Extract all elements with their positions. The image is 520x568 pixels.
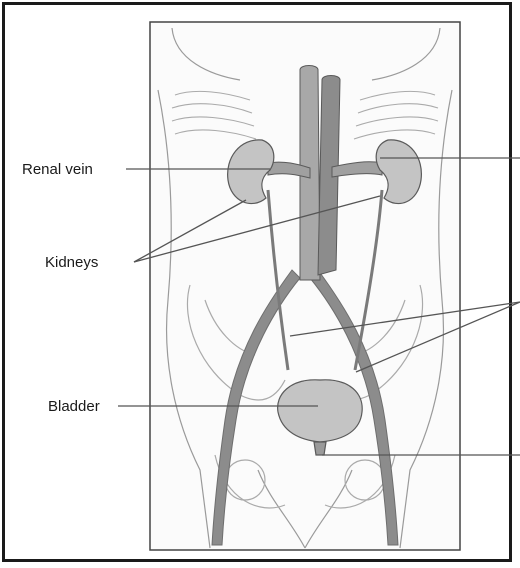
label-bladder: Bladder xyxy=(48,399,100,414)
label-kidneys: Kidneys xyxy=(45,255,98,270)
label-renal-vein: Renal vein xyxy=(22,162,93,177)
